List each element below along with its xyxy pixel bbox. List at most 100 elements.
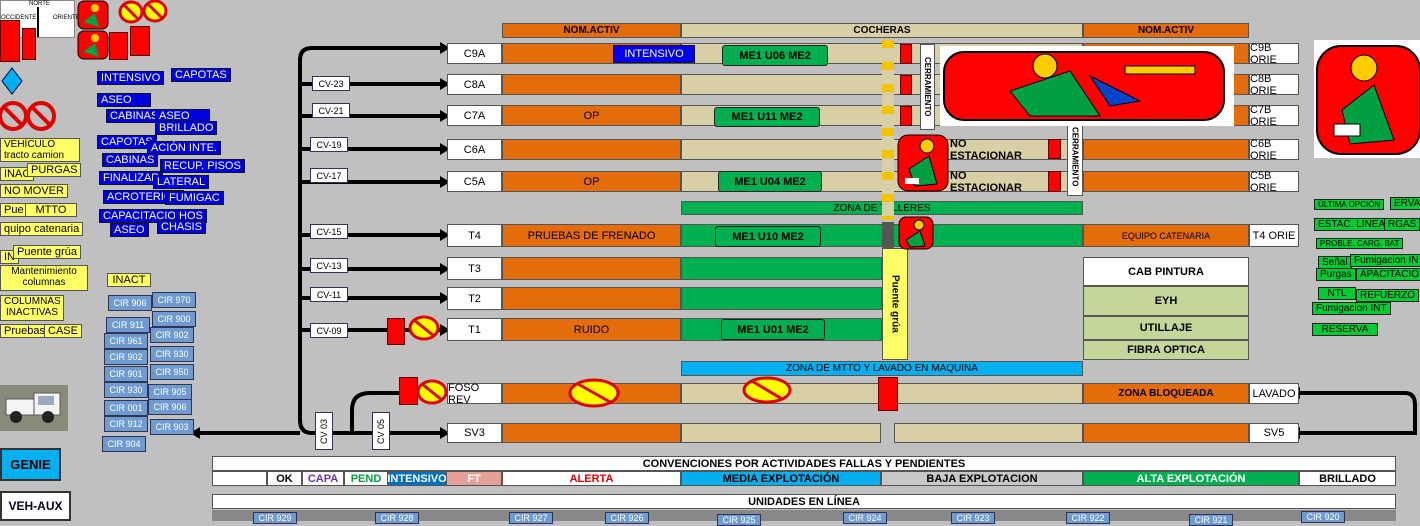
puente-grua[interactable]: Puente grúa: [882, 248, 908, 360]
line-unit[interactable]: CIR 920: [1301, 511, 1345, 523]
track-label-c6b[interactable]: C6B ORIE: [1249, 138, 1299, 162]
cir-tag[interactable]: CIR 001: [104, 400, 148, 416]
cir-tag[interactable]: CIR 902: [150, 327, 194, 343]
track-label-t1[interactable]: T1: [447, 318, 502, 341]
workshop-fibra-optica[interactable]: FIBRA OPTICA: [1083, 340, 1249, 360]
track-label-c5b[interactable]: C5B ORIE: [1249, 170, 1299, 194]
red-block-left-1[interactable]: [0, 20, 20, 62]
genie-button[interactable]: GENIE: [0, 448, 61, 481]
line-unit[interactable]: CIR 922: [1066, 512, 1110, 524]
track-c6a-left[interactable]: [502, 139, 681, 160]
tag-purgas-right[interactable]: Purgas: [1316, 268, 1356, 281]
workshop-utillaje[interactable]: UTILLAJE: [1083, 316, 1249, 340]
track-c8a-left[interactable]: [502, 74, 681, 95]
track-label-c8b[interactable]: C8B ORIE: [1249, 73, 1299, 97]
cir-tag[interactable]: CIR 901: [104, 366, 148, 382]
line-unit[interactable]: CIR 926: [605, 512, 649, 524]
track-c5a-right[interactable]: [1083, 171, 1249, 192]
tag-fumigacion-int[interactable]: Fumigacion INT: [1312, 302, 1391, 315]
track-t1-left[interactable]: RUIDO: [502, 318, 681, 341]
cv-03[interactable]: CV 03: [315, 412, 333, 450]
tag-refuerzo[interactable]: REFUERZO: [1356, 289, 1419, 302]
red-block-t1[interactable]: [387, 318, 405, 345]
red-block-left-2[interactable]: [22, 28, 36, 60]
tag-ntl[interactable]: NTL: [1318, 287, 1356, 300]
track-sv-mid-a[interactable]: [681, 423, 881, 443]
tag-estac-linea[interactable]: ESTAC. LÍNEA: [1314, 218, 1390, 231]
unit-c5[interactable]: ME1 U04 ME2: [718, 171, 822, 192]
unit-c9[interactable]: ME1 U06 ME2: [722, 45, 828, 66]
cir-tag[interactable]: CIR 911: [106, 317, 150, 333]
track-sv-right[interactable]: [1083, 423, 1249, 443]
tag-capacitacion[interactable]: CAPACITACION: [99, 209, 188, 223]
red-block-left-4[interactable]: [130, 26, 150, 56]
track-sv-left[interactable]: [502, 423, 681, 443]
tag-finalizar[interactable]: FINALIZAR: [99, 171, 164, 185]
tag-aseo-3[interactable]: ASEO: [110, 223, 149, 237]
cir-tag[interactable]: CIR 902: [104, 349, 148, 365]
track-t4-right[interactable]: EQUIPO CATENARIA: [1083, 224, 1249, 247]
track-label-sv5[interactable]: SV5: [1249, 423, 1299, 443]
tag-fumigacion-in[interactable]: Fumigacion IN: [1350, 254, 1420, 267]
track-label-c9b[interactable]: C9B ORIE: [1249, 42, 1299, 66]
cir-tag[interactable]: CIR 912: [104, 416, 148, 432]
tag-pruebas[interactable]: Pruebas: [0, 324, 49, 338]
cv-19[interactable]: CV-19: [310, 137, 348, 152]
tag-aseo[interactable]: ASEO: [97, 93, 151, 107]
cir-tag[interactable]: CIR 905: [148, 384, 192, 400]
line-unit[interactable]: CIR 921: [1189, 514, 1233, 526]
tag-case[interactable]: CASE: [44, 324, 82, 338]
track-label-t4r[interactable]: T4 ORIE: [1249, 224, 1299, 247]
cir-tag[interactable]: CIR 970: [152, 292, 196, 308]
track-c6a-right[interactable]: [1083, 139, 1249, 160]
track-label-c7a[interactable]: C7A: [447, 105, 502, 126]
red-block-foso-left[interactable]: [399, 377, 418, 405]
cv-21[interactable]: CV-21: [312, 103, 350, 118]
tag-reserva[interactable]: RESERVA: [1312, 323, 1378, 336]
cv-13[interactable]: CV-13: [310, 258, 348, 273]
unit-t1[interactable]: ME1 U01 ME2: [721, 319, 825, 340]
track-label-c7b[interactable]: C7B ORIE: [1249, 104, 1299, 128]
tag-mantenimiento-columnas[interactable]: Mantenimiento columnas: [0, 265, 88, 291]
unit-c7[interactable]: ME1 U11 ME2: [714, 107, 820, 127]
track-t3-mid[interactable]: [681, 257, 882, 280]
track-label-t4[interactable]: T4: [447, 224, 502, 247]
tag-capacitacion-right[interactable]: APACITACIO: [1356, 268, 1420, 281]
track-label-t2[interactable]: T2: [447, 287, 502, 310]
tag-vehiculo[interactable]: VEHÍCULO tracto camion: [0, 138, 80, 162]
tag-equipo-catenaria[interactable]: quipo catenaria: [0, 222, 84, 236]
line-unit[interactable]: CIR 924: [843, 512, 887, 524]
red-block-c9[interactable]: [900, 44, 912, 64]
line-unit[interactable]: CIR 927: [509, 512, 553, 524]
red-block-c5[interactable]: [1048, 171, 1061, 192]
cir-tag[interactable]: CIR 930: [150, 346, 194, 362]
red-block-c7[interactable]: [900, 106, 912, 126]
tag-capotas-2[interactable]: CAPOTAS: [97, 135, 157, 149]
red-block-c6[interactable]: [1048, 139, 1061, 159]
tag-ultima-opcion[interactable]: ÚLTIMA OPCIÓN: [1314, 199, 1385, 210]
tag-mtto[interactable]: MTTO: [25, 203, 77, 217]
tag-columnas-inactivas[interactable]: COLUMNAS INACTIVAS: [0, 295, 64, 321]
line-unit[interactable]: CIR 925: [717, 514, 761, 526]
track-c7a-left[interactable]: OP: [502, 105, 681, 126]
tag-puente-grua[interactable]: Puente grúa: [13, 245, 81, 259]
track-t2-left[interactable]: [502, 287, 681, 310]
track-label-c9a[interactable]: C9A: [447, 43, 502, 64]
tag-brillado[interactable]: BRILLADO: [155, 121, 218, 135]
tag-acroterios[interactable]: ACROTERIOS: [103, 190, 184, 204]
cv-05[interactable]: CV 05: [372, 412, 390, 450]
red-block-c8[interactable]: [900, 75, 912, 95]
tag-intensivo[interactable]: INTENSIVO: [97, 71, 165, 85]
unit-t4[interactable]: ME1 U10 ME2: [715, 226, 821, 247]
veh-aux-button[interactable]: VEH-AUX: [0, 491, 71, 521]
tag-no-mover[interactable]: NO MOVER: [0, 184, 68, 198]
line-unit[interactable]: CIR 923: [951, 512, 995, 524]
track-label-lavado[interactable]: LAVADO: [1249, 383, 1299, 404]
line-unit[interactable]: CIR 928: [375, 512, 419, 524]
tag-capotas[interactable]: CAPOTAS: [171, 68, 231, 82]
track-foso-right[interactable]: ZONA BLOQUEADA: [1083, 383, 1249, 404]
track-c5a-left[interactable]: OP: [502, 171, 681, 192]
red-block-left-3[interactable]: [109, 32, 128, 60]
cir-tag[interactable]: CIR 903: [150, 419, 194, 435]
track-t3-left[interactable]: [502, 257, 681, 280]
